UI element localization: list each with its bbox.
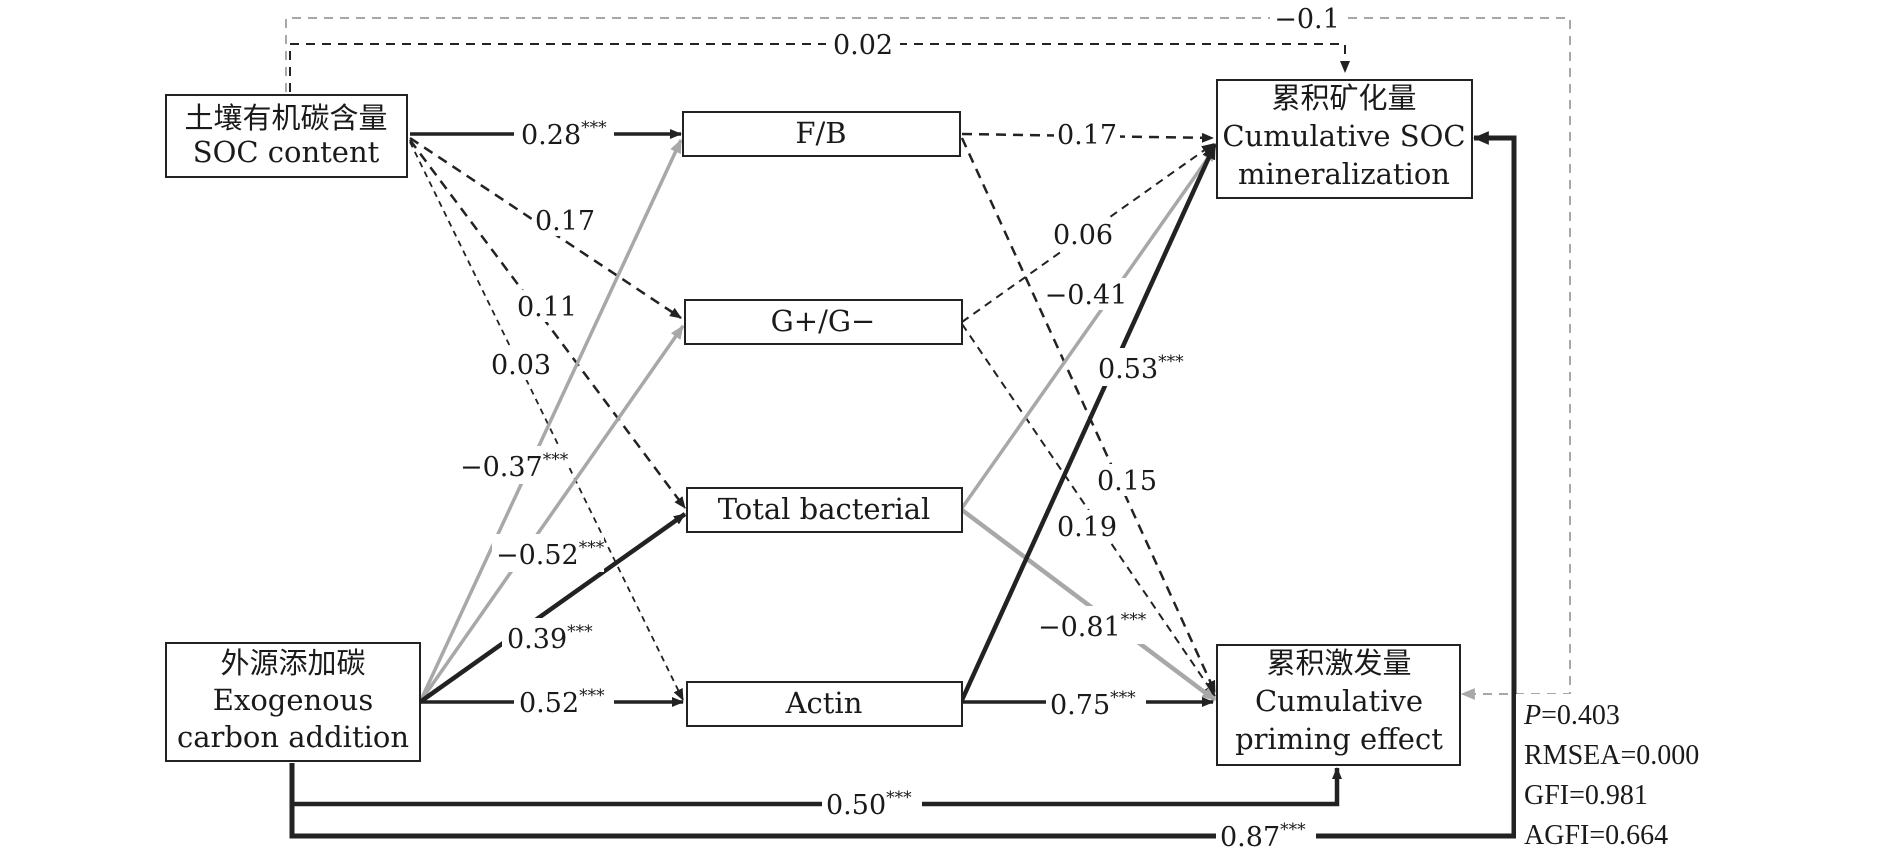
- node-label-en: SOC content: [193, 135, 380, 169]
- path-soc-actin: [409, 141, 684, 701]
- node-label-zh: 土壤有机碳含量: [184, 101, 387, 135]
- node-label-en-1: Cumulative: [1255, 684, 1423, 718]
- node-label: F/B: [795, 116, 846, 150]
- coef-label-exo-cumpe: 0.50***: [822, 786, 922, 824]
- coef-value: 0.50***: [826, 788, 912, 821]
- path-actin-cummin: [959, 142, 1218, 701]
- coef-label-soc-tb: 0.11: [514, 290, 580, 323]
- node-label-en-2: carbon addition: [177, 720, 409, 754]
- coef-value: −0.81***: [1038, 610, 1147, 643]
- node-label-en-1: Exogenous: [213, 683, 373, 717]
- path-tb-cumpe: [960, 508, 1217, 702]
- node-soc-content: 土壤有机碳含量 SOC content: [165, 94, 408, 178]
- coef-label-soc-fb: 0.28***: [514, 114, 614, 152]
- coef-value: 0.03: [491, 350, 551, 381]
- coef-value: 0.17: [1057, 120, 1117, 151]
- coef-label-gg-cumpe: 0.19: [1054, 510, 1120, 543]
- fit-agfi: AGFI=0.664: [1524, 820, 1668, 851]
- coef-value: 0.06: [1053, 220, 1113, 251]
- node-exogenous-carbon: 外源添加碳 Exogenous carbon addition: [165, 642, 421, 762]
- path-tb-cummin: [960, 146, 1217, 510]
- path-exo-cumpe-direct: [289, 763, 1342, 807]
- node-label-en-2: mineralization: [1238, 157, 1450, 191]
- node-gg: G+/G−: [684, 299, 963, 345]
- fit-gfi: GFI=0.981: [1524, 780, 1648, 811]
- node-cumulative-priming: 累积激发量 Cumulative priming effect: [1216, 644, 1461, 766]
- coef-label-exo-fb: −0.37***: [456, 446, 569, 484]
- coef-value: 0.11: [517, 292, 577, 323]
- coef-value: −0.52***: [496, 538, 605, 571]
- coef-value: 0.75***: [1050, 688, 1136, 721]
- coef-value: 0.87***: [1220, 820, 1306, 852]
- node-label-zh: 累积激发量: [1266, 646, 1411, 680]
- coef-value: 0.15: [1097, 466, 1157, 497]
- coef-value: 0.53***: [1098, 352, 1184, 385]
- coef-label-soc-gg: 0.17: [532, 204, 598, 237]
- coef-value: −0.41: [1045, 280, 1128, 311]
- coef-value: 0.39***: [507, 622, 593, 655]
- coef-value: 0.19: [1057, 512, 1117, 543]
- coef-value: 0.17: [535, 206, 595, 237]
- fit-p-value: P=0.403: [1523, 700, 1620, 731]
- node-actin: Actin: [686, 681, 963, 727]
- path-exo-fb: [418, 138, 683, 703]
- node-label-en-1: Cumulative SOC: [1222, 119, 1465, 153]
- node-label-zh: 外源添加碳: [220, 646, 365, 680]
- coef-label-tb-cumpe: −0.81***: [1034, 606, 1147, 644]
- node-total-bacterial: Total bacterial: [686, 487, 963, 533]
- coef-value: 0.28***: [521, 118, 607, 151]
- coef-label-fb-cumpe: 0.15: [1094, 464, 1160, 497]
- coef-label-tb-cummin: −0.41: [1045, 278, 1128, 311]
- coef-label-exo-cummin: 0.87***: [1216, 818, 1316, 852]
- coef-label-fb-cummin: 0.17: [1054, 118, 1120, 151]
- coef-value: 0.52***: [519, 686, 605, 719]
- path-gg-cummin: [961, 143, 1214, 323]
- node-label: Actin: [785, 686, 863, 720]
- coef-label-actin-cummin: 0.53***: [1094, 348, 1194, 386]
- coef-label-soc-actin: 0.03: [488, 348, 554, 381]
- coef-label-exo-gg: −0.52***: [492, 534, 605, 572]
- coef-value: 0.02: [833, 30, 893, 61]
- coef-label-soc-cumpe: −0.1: [1270, 4, 1344, 35]
- fit-rmsea: RMSEA=0.000: [1524, 740, 1699, 771]
- path-soc-cummin: [289, 43, 1350, 92]
- node-label-en-2: priming effect: [1235, 722, 1443, 756]
- path-exo-cummin-direct: [289, 131, 1517, 839]
- coef-label-exo-tb: 0.39***: [502, 618, 602, 656]
- coef-value: −0.1: [1274, 4, 1340, 35]
- node-cumulative-mineralization: 累积矿化量 Cumulative SOC mineralization: [1216, 79, 1473, 199]
- coef-label-actin-cumpe: 0.75***: [1046, 684, 1146, 722]
- coef-label-exo-actin: 0.52***: [514, 682, 614, 720]
- coef-value: −0.37***: [460, 450, 569, 483]
- coef-label-gg-cummin: 0.06: [1050, 218, 1116, 251]
- coef-label-soc-cummin: 0.02: [826, 28, 900, 61]
- node-label-zh: 累积矿化量: [1271, 81, 1416, 115]
- path-exo-tb: [418, 512, 687, 704]
- path-soc-tb: [408, 139, 687, 509]
- node-fb: F/B: [682, 111, 961, 157]
- node-label: G+/G−: [771, 304, 876, 338]
- node-label: Total bacterial: [718, 492, 931, 526]
- path-exo-gg: [418, 324, 685, 704]
- fit-statistics: P=0.403 RMSEA=0.000 GFI=0.981 AGFI=0.664: [1516, 694, 1738, 852]
